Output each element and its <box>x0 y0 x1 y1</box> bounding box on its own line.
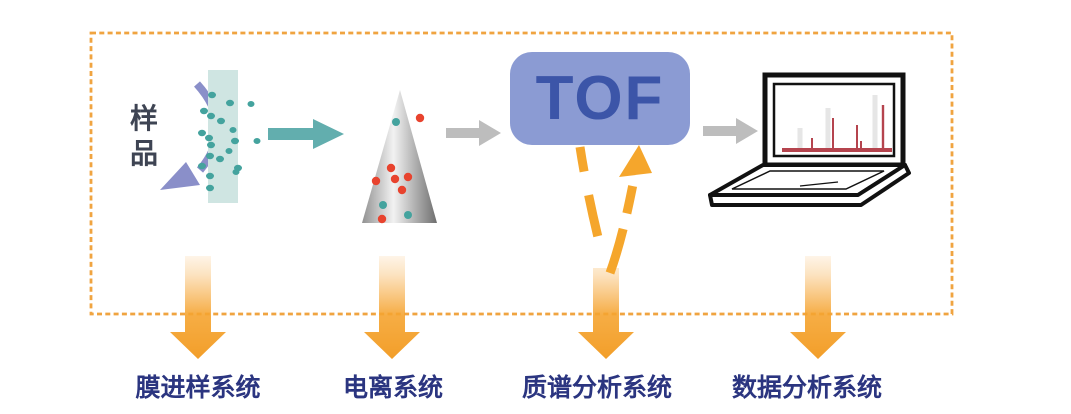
stage-down-arrow-icon <box>790 256 846 359</box>
mass-spectrum-icon <box>782 95 892 152</box>
molecule-dot-icon <box>198 91 261 192</box>
stage-label-data-analysis: 数据分析系统 <box>731 374 883 402</box>
stage-down-arrow-icon <box>364 256 420 359</box>
stage-label-ionization: 电离系统 <box>342 374 444 402</box>
sample-label: 样品 <box>129 103 158 170</box>
dashed-boundary-box <box>89 31 954 316</box>
flow-arrow-icon <box>703 118 758 144</box>
stage-label-mass-analysis: 质谱分析系统 <box>521 374 673 402</box>
ionization-cone-icon <box>362 90 437 224</box>
tof-label: TOF <box>535 64 665 133</box>
reflectron-path-icon <box>575 145 652 275</box>
flow-arrow-icon <box>446 120 501 146</box>
tof-box: TOF <box>510 52 690 145</box>
stage-down-arrows <box>170 256 846 359</box>
stage-down-arrow-icon <box>170 256 226 359</box>
flow-arrow-icon <box>268 119 344 149</box>
stage-label-membrane-inlet: 膜进样系统 <box>135 374 261 402</box>
stage-down-arrow-icon <box>578 268 634 359</box>
